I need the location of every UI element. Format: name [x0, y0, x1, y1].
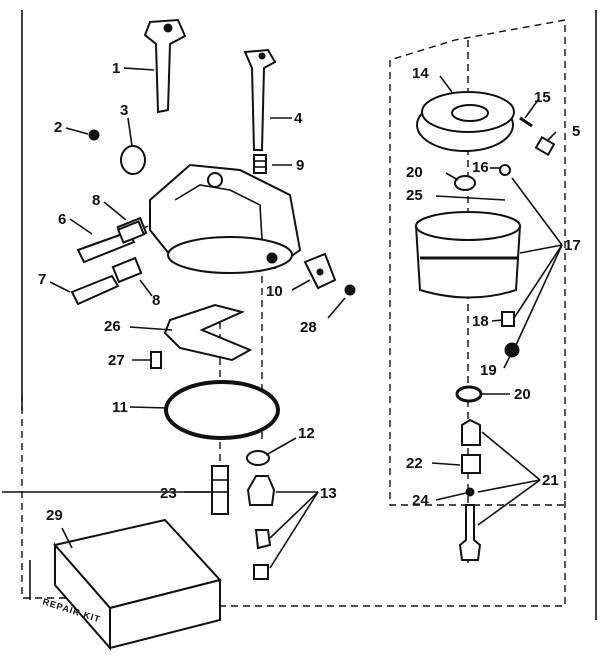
callout-9: 9 [296, 157, 304, 174]
callout-20-lower: 20 [514, 386, 531, 403]
callout-22: 22 [406, 455, 423, 472]
callout-28: 28 [300, 319, 317, 336]
part-18 [501, 311, 515, 327]
callout-23: 23 [160, 485, 177, 502]
part-choke-shaft [243, 48, 277, 151]
callout-8-upper: 8 [92, 192, 100, 209]
part-main-jet-23 [211, 465, 229, 515]
part-fuel-bowl-17 [414, 211, 522, 299]
part-spring-8-upper [116, 220, 146, 244]
part-throttle-plate [120, 145, 146, 175]
callout-3: 3 [120, 102, 128, 119]
callout-19: 19 [480, 362, 497, 379]
left-assembly-boundary [21, 395, 566, 607]
part-bracket-10 [303, 252, 337, 290]
part-20-washer [455, 385, 483, 403]
part-group-13 [246, 475, 276, 580]
callout-labels: 1 2 3 4 5 6 7 8 8 9 10 11 12 13 14 15 16… [38, 60, 581, 524]
leader-lines [49, 67, 563, 569]
callout-24: 24 [412, 492, 429, 509]
part-carburetor-body [149, 163, 302, 274]
callout-17: 17 [564, 237, 581, 254]
part-screw-28 [344, 284, 356, 296]
part-spring-9 [253, 154, 267, 174]
callout-29: 29 [46, 507, 63, 524]
callout-2: 2 [54, 119, 62, 136]
part-gasket-11 [164, 380, 280, 440]
callout-27: 27 [108, 352, 125, 369]
callout-6: 6 [58, 211, 66, 228]
callout-11: 11 [112, 399, 128, 416]
right-assembly-boundary [389, 60, 565, 506]
part-throttle-shaft [143, 18, 187, 114]
part-idle-screw-7 [70, 256, 143, 306]
right-top-boundary [389, 19, 566, 500]
part-seal-12 [246, 450, 270, 466]
callout-26: 26 [104, 318, 121, 335]
callout-15: 15 [534, 89, 551, 106]
callout-25: 25 [406, 187, 423, 204]
part-19 [504, 342, 520, 358]
callout-4: 4 [294, 110, 303, 127]
part-repair-kit-29 [29, 518, 222, 651]
callout-12: 12 [298, 425, 315, 442]
callout-13: 13 [320, 485, 337, 502]
callout-14: 14 [412, 65, 429, 82]
part-pin-27 [150, 351, 162, 369]
part-stack-21 [458, 418, 482, 561]
part-tank-14 [416, 91, 515, 152]
callout-21: 21 [542, 472, 559, 489]
callout-5: 5 [572, 123, 580, 140]
callout-20-upper: 20 [406, 164, 423, 181]
callout-16: 16 [472, 159, 489, 176]
callout-7: 7 [38, 271, 46, 288]
part-float-26 [163, 303, 253, 362]
part-15 [519, 116, 533, 128]
callout-18: 18 [472, 313, 489, 330]
callout-10: 10 [266, 283, 283, 300]
callout-1: 1 [112, 60, 120, 77]
part-screw-2 [88, 129, 100, 141]
part-5 [534, 135, 556, 157]
part-16 [499, 164, 511, 176]
callout-8-lower: 8 [152, 292, 160, 309]
part-20-top [454, 175, 476, 191]
